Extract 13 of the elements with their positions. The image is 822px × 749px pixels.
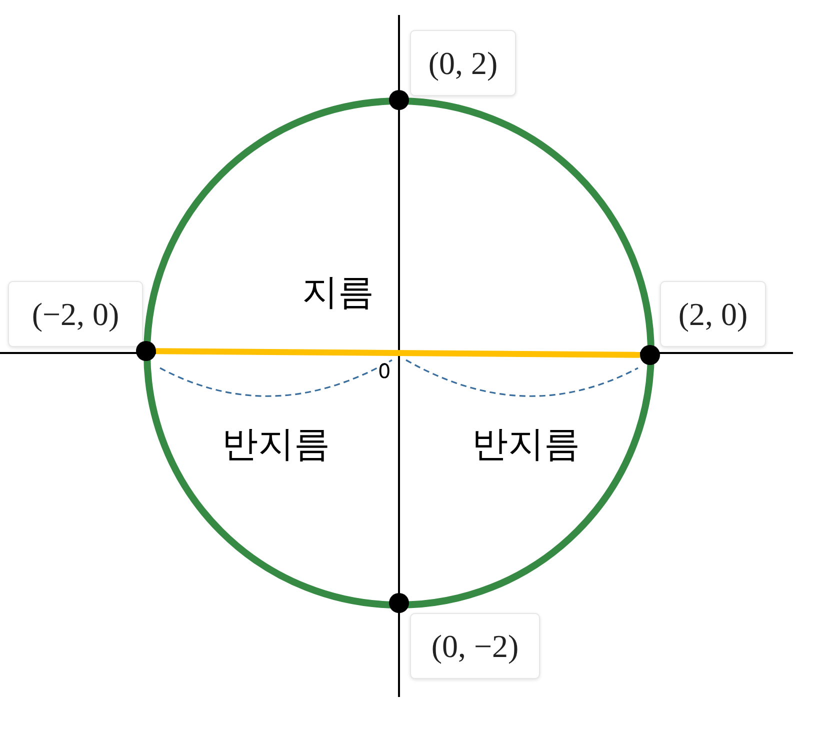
radius-text: 반지름: [472, 423, 580, 467]
coordinate-label: (−2, 0): [8, 281, 143, 347]
coordinate-label: (0, −2): [410, 613, 540, 679]
coordinate-label: (0, 2): [410, 30, 516, 96]
tick-label: 0: [378, 359, 391, 383]
diameter-line: [156, 348, 640, 358]
point-marker: [389, 90, 409, 110]
point-marker: [136, 341, 156, 361]
point-marker: [640, 345, 660, 365]
radius-text: 반지름: [222, 423, 330, 467]
diameter-text: 지름: [302, 271, 374, 315]
coordinate-label: (2, 0): [660, 281, 766, 347]
point-marker: [389, 593, 409, 613]
